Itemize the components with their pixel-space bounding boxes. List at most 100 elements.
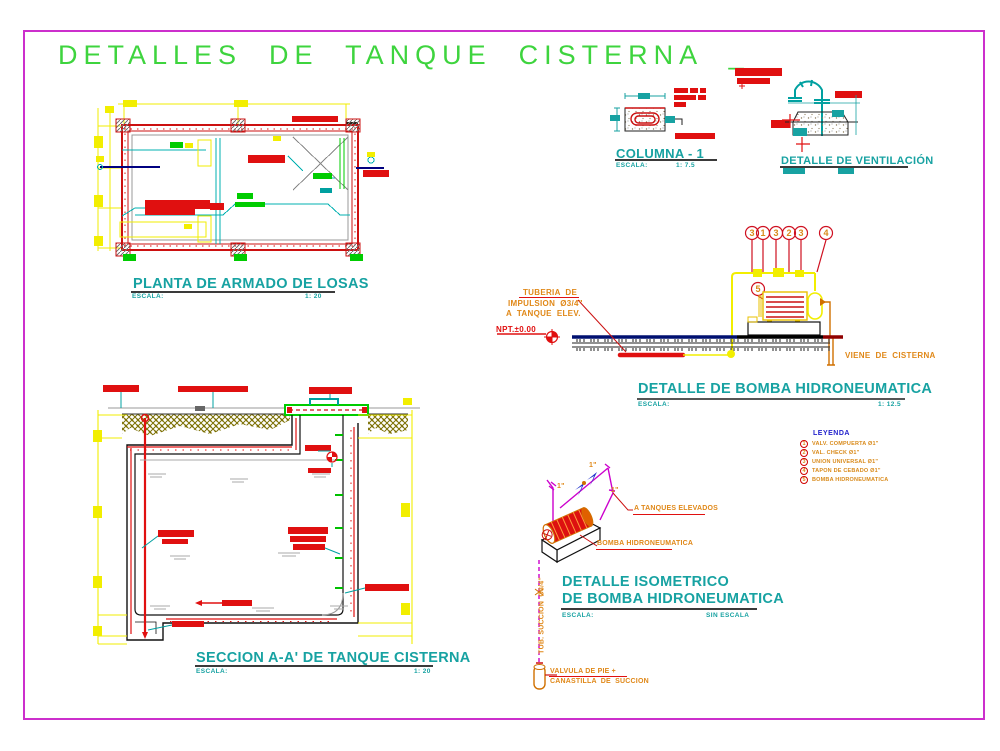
plan-top-red-label — [292, 116, 338, 122]
seccion-earth — [122, 413, 408, 436]
seccion-title-underline — [195, 665, 433, 667]
tuberia-label-3: A TANQUE ELEV. — [506, 309, 581, 318]
bomba-ground — [572, 335, 843, 351]
seccion-green-ticks — [335, 434, 343, 589]
bomba-drawing: 3 1 3 2 3 4 5 — [497, 225, 843, 366]
iso-bomba-label: BOMBA HIDRONEUMATICA — [597, 540, 694, 547]
leyenda-title: LEYENDA — [813, 430, 850, 437]
seccion-npt — [305, 445, 338, 473]
isometrico-title-underline — [561, 608, 757, 610]
leyenda-item-label: BOMBA HIDRONEUMATICA — [812, 477, 889, 483]
seccion-vertical-bar — [140, 413, 150, 639]
seccion-water-lines — [140, 459, 348, 612]
a-tanques-underline — [633, 514, 705, 515]
seccion-drawing — [93, 385, 420, 645]
columna-rebar — [630, 112, 660, 126]
seccion-lid — [284, 387, 369, 416]
bomba-pump — [758, 291, 808, 324]
plan-title: PLANTA DE ARMADO DE LOSAS — [133, 276, 369, 292]
ventilacion-drawing — [735, 68, 862, 152]
plan-title-underline — [131, 291, 335, 293]
iso-valves — [575, 472, 597, 496]
ventilacion-title-underline — [780, 166, 908, 168]
balloon-label: 3 — [773, 228, 778, 238]
bomba-tank — [807, 292, 823, 320]
iso-pipe-size-label: 1" — [611, 487, 619, 494]
a-tanques-label: A TANQUES ELEVADOS — [634, 505, 718, 512]
isometrico-title-1: DETALLE ISOMETRICO — [562, 574, 730, 590]
balloon-label: 2 — [786, 228, 791, 238]
sheet-title: DETALLES DE TANQUE CISTERNA _ — [58, 40, 750, 70]
seccion-rebar — [127, 418, 355, 634]
iso-bomba-underline — [596, 549, 672, 550]
balloon-label: 3 — [798, 228, 803, 238]
bomba-title-underline — [637, 398, 905, 400]
balloon-label: 1 — [760, 228, 765, 238]
plan-section-markers — [96, 152, 384, 170]
viene-cisterna-label: VIENE DE CISTERNA — [845, 351, 936, 360]
leyenda-item-label: UNION UNIVERSAL Ø1" — [812, 459, 879, 465]
ventilacion-scale-block — [838, 168, 854, 174]
isometrico-escala-label: ESCALA: — [562, 612, 594, 619]
bomba-base — [747, 321, 821, 336]
leyenda-item-number: 5 — [800, 476, 808, 484]
ventilacion-title: DETALLE DE VENTILACIÓN — [781, 155, 934, 167]
leyenda-item: 4 TAPON DE CEBADO Ø1" — [800, 467, 881, 475]
bomba-impulsion-pipe — [617, 350, 735, 358]
leyenda-item: 5 BOMBA HIDRONEUMATICA — [800, 476, 888, 484]
bomba-balloons: 3 1 3 2 3 4 5 — [744, 225, 834, 304]
iso-pipe-size-label: 1" — [557, 483, 565, 490]
leyenda-item-number: 4 — [800, 467, 808, 475]
seccion-escala-label: ESCALA: — [196, 668, 228, 675]
seccion-structure — [126, 415, 359, 641]
leyenda-item: 2 VAL. CHECK Ø1" — [800, 449, 859, 457]
leyenda-item-label: VAL. CHECK Ø1" — [812, 450, 860, 456]
vent-red-marks — [782, 114, 810, 152]
leyenda-item-number: 1 — [800, 440, 808, 448]
tuberia-underline — [519, 297, 579, 298]
bomba-escala-value: 1: 12.5 — [878, 401, 902, 408]
plan-yellow-marks — [119, 139, 212, 243]
plan-cross-brace — [292, 136, 349, 191]
leyenda-item-number: 2 — [800, 449, 808, 457]
seccion-escala-value: 1: 20 — [414, 668, 431, 675]
columna-escala-label: ESCALA: — [616, 162, 648, 169]
iso-piping — [546, 463, 616, 525]
isometrico-title-2: DE BOMBA HIDRONEUMATICA — [562, 591, 784, 607]
balloon-label: 3 — [749, 228, 754, 238]
seccion-dimensions — [97, 410, 413, 645]
bomba-title: DETALLE DE BOMBA HIDRONEUMATICA — [638, 381, 933, 397]
plan-label-blocks — [123, 142, 389, 261]
npt-benchmark-icon — [497, 329, 560, 345]
columna-notes — [674, 88, 715, 139]
sheet-border — [23, 30, 985, 720]
columna-title: COLUMNA - 1 — [616, 146, 705, 161]
balloon-label: 5 — [755, 284, 760, 294]
iso-pump — [541, 507, 594, 544]
isometrico-escala-value: SIN ESCALA — [706, 612, 750, 619]
tuberia-leader — [577, 299, 627, 353]
plan-rebar-lines — [121, 138, 350, 244]
foot-valve — [533, 662, 557, 690]
tub-succion-label: TUB. SUCCION Ø3/4" — [538, 577, 546, 654]
plan-escala-label: ESCALA: — [132, 293, 164, 300]
plan-escala-value: 1: 20 — [305, 293, 322, 300]
leyenda-item: 3 UNION UNIVERSAL Ø1" — [800, 458, 878, 466]
leyenda-item-label: TAPON DE CEBADO Ø1" — [812, 468, 881, 474]
plan-columns — [115, 118, 361, 257]
valvula-pie-underline — [549, 676, 627, 677]
leyenda-item-label: VALV. COMPUERTA Ø1" — [812, 441, 879, 447]
columna-drawing — [610, 88, 715, 139]
valvula-pie-label-1: VALVULA DE PIE + — [550, 668, 616, 675]
leyenda-item-number: 3 — [800, 458, 808, 466]
columna-escala-value: 1: 7.5 — [676, 162, 696, 169]
valvula-pie-label-2: CANASTILLA DE SUCCION — [550, 678, 649, 685]
iso-pipe-size-label: 1" — [589, 462, 597, 469]
balloon-label: 4 — [823, 228, 828, 238]
tuberia-label-1: TUBERIA DE — [523, 288, 578, 297]
plan-walls — [121, 124, 359, 251]
tuberia-label-2: IMPULSION Ø3/4" — [508, 299, 583, 308]
plan-drawing — [94, 100, 389, 261]
columna-title-underline — [615, 159, 717, 161]
